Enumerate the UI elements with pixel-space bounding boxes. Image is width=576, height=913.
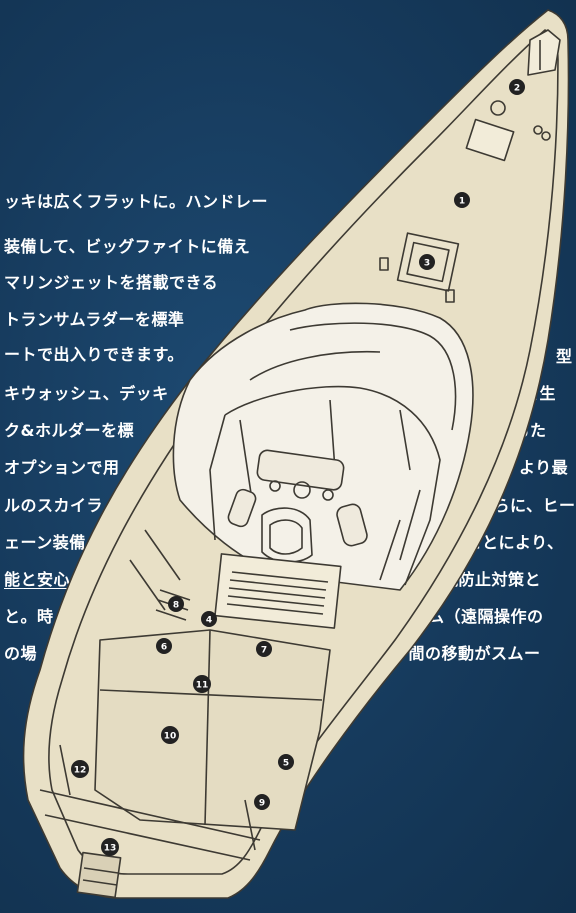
marker-8: 8	[168, 596, 184, 612]
marker-13: 13	[101, 838, 119, 856]
left-line-7: ク&ホルダーを標	[4, 421, 134, 440]
svg-text:3: 3	[424, 259, 430, 269]
marker-9: 9	[254, 794, 270, 810]
left-line-9: ルのスカイラ	[4, 496, 104, 515]
transom	[39, 789, 261, 861]
marker-1: 1	[454, 192, 470, 208]
right-line-7: 流防止対策と	[442, 570, 542, 589]
marker-12: 12	[71, 760, 89, 778]
right-line-9: キ間の移動がスムー	[392, 644, 541, 663]
helm-seat	[256, 449, 345, 491]
svg-text:7: 7	[261, 646, 267, 656]
left-line-1: ッキは広くフラットに。ハンドレー	[4, 192, 269, 211]
marker-7: 7	[256, 641, 272, 657]
engine-hatch	[214, 553, 342, 629]
svg-text:5: 5	[283, 759, 289, 769]
left-line-12: と。時	[4, 607, 54, 626]
svg-text:6: 6	[161, 643, 167, 653]
svg-text:2: 2	[514, 84, 520, 94]
marker-4: 4	[201, 611, 217, 627]
marker-5: 5	[278, 754, 294, 770]
left-line-6: キウォッシュ、デッキ	[4, 384, 169, 403]
svg-text:12: 12	[74, 766, 87, 776]
svg-text:1: 1	[459, 197, 465, 207]
left-line-10: ェーン装備	[4, 533, 86, 552]
gunwale-line	[48, 29, 559, 875]
bow-pulpit	[527, 29, 561, 76]
svg-text:4: 4	[206, 616, 212, 626]
svg-text:8: 8	[173, 601, 179, 611]
anchor-locker	[465, 118, 515, 162]
hardtop-frame	[209, 385, 441, 586]
left-line-5: ートで出入りできます。	[4, 345, 184, 364]
svg-text:13: 13	[104, 844, 117, 854]
left-line-8: オプションで用	[4, 458, 120, 477]
left-line-3: マリンジェットを搭載できる	[4, 273, 219, 292]
swim-ladder	[76, 851, 122, 899]
left-line-11: 能と安心	[4, 570, 71, 589]
left-line-13: の場	[4, 644, 38, 663]
marker-10: 10	[161, 726, 179, 744]
svg-text:9: 9	[259, 799, 265, 809]
left-line-4: トランサムラダーを標準	[4, 310, 185, 329]
cockpit-floor	[94, 629, 331, 831]
left-line-2: 装備して、ビッグファイトに備え	[4, 237, 251, 256]
marker-6: 6	[156, 638, 172, 654]
svg-text:11: 11	[196, 681, 209, 691]
marker-3: 3	[419, 254, 435, 270]
right-line-8: テム（遠隔操作の	[412, 607, 544, 626]
svg-text:10: 10	[164, 732, 177, 742]
marker-2: 2	[509, 79, 525, 95]
marker-11: 11	[193, 675, 211, 693]
right-line-1: 型	[556, 347, 573, 366]
right-line-5: さらに、ヒー	[477, 496, 576, 515]
